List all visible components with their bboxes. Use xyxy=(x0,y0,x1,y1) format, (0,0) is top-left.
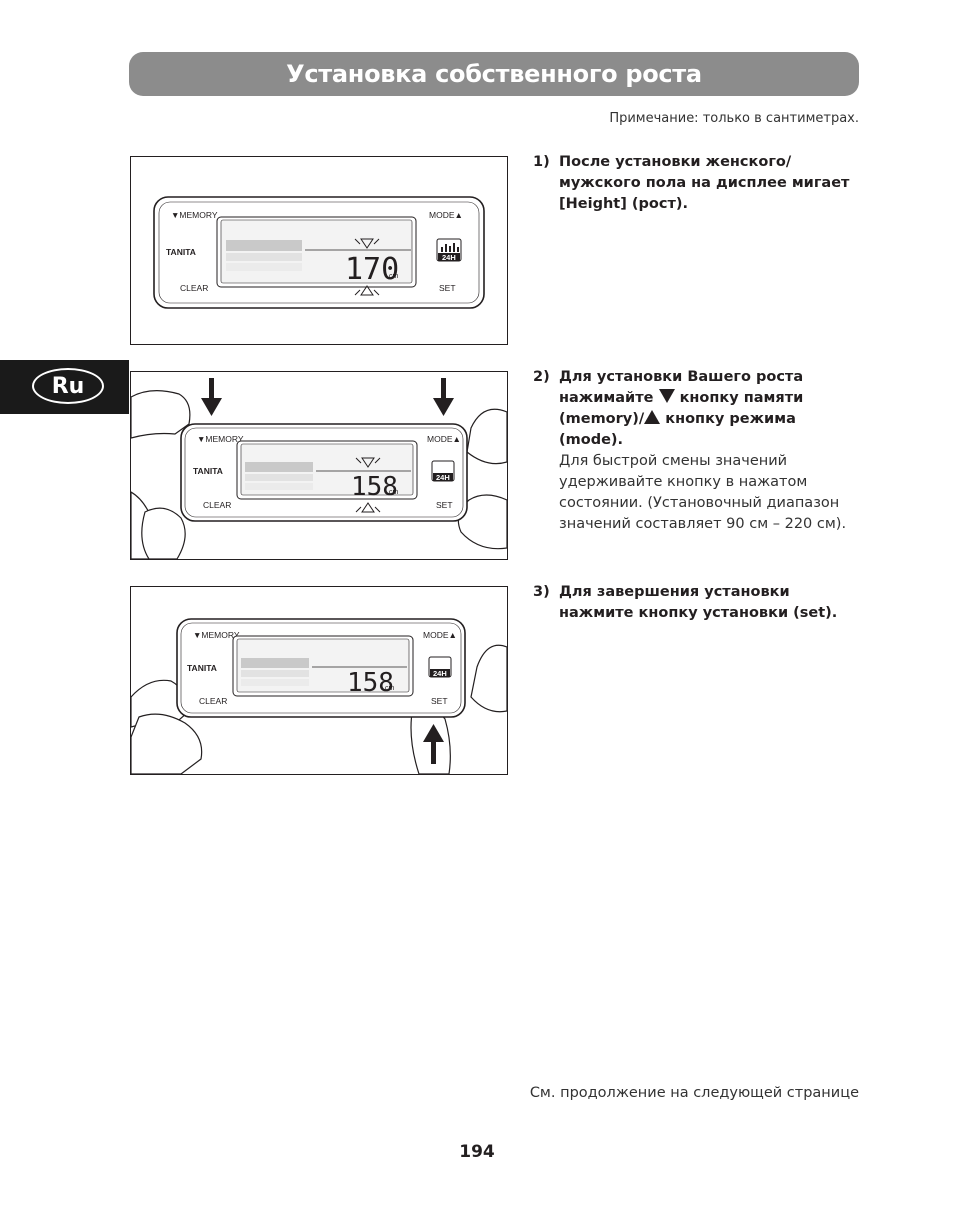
language-badge: Ru xyxy=(32,368,104,404)
memory-button-label: ▼MEMORY xyxy=(171,210,218,220)
units-note: Примечание: только в сантиметрах. xyxy=(609,111,859,126)
brand-logo: TANITA xyxy=(193,466,223,476)
unit-label: cm xyxy=(389,273,399,280)
press-set-arrow-icon xyxy=(423,724,444,764)
memory-button-label: ▼MEMORY xyxy=(193,630,240,640)
height-display-value: 170 xyxy=(345,252,399,287)
tag-24h: 24H xyxy=(433,669,447,678)
step-text: Для установки Вашего роста нажимайте кно… xyxy=(559,369,804,448)
blink-indicator-bottom xyxy=(354,285,380,296)
language-tab: Ru xyxy=(0,360,129,414)
set-button-label: SET xyxy=(436,500,453,510)
blink-indicator-bottom xyxy=(355,502,381,513)
brand-logo: TANITA xyxy=(166,247,196,257)
step-number: 1) xyxy=(533,154,550,170)
step-3: 3) Для завершения установки нажмите кноп… xyxy=(533,582,853,624)
figure-step-3: ▼MEMORY MODE▲ TANITA CLEAR SET 158 cm 24… xyxy=(130,586,508,775)
title-bar: Установка собственного роста xyxy=(129,52,859,96)
tag-24h: 24H xyxy=(436,473,450,482)
mode-button-label: MODE▲ xyxy=(427,434,461,444)
step-number: 3) xyxy=(533,584,550,600)
memory-button-label: ▼MEMORY xyxy=(197,434,244,444)
unit-label: cm xyxy=(389,489,399,496)
tag-24h: 24H xyxy=(442,253,456,262)
page-number: 194 xyxy=(459,1142,495,1162)
unit-label: cm xyxy=(385,685,395,692)
device-illustration-1: ▼MEMORY MODE▲ TANITA CLEAR SET 170 cm 24… xyxy=(153,196,485,309)
step-number: 2) xyxy=(533,369,550,385)
hand-illustration xyxy=(131,390,507,559)
step-2: 2) Для установки Вашего роста нажимайте … xyxy=(533,367,853,535)
clear-button-label: CLEAR xyxy=(199,696,227,706)
device-illustration-3: ▼MEMORY MODE▲ TANITA CLEAR SET 158 cm 24… xyxy=(131,618,507,774)
set-button-label: SET xyxy=(439,283,456,293)
press-mode-arrow-icon xyxy=(433,378,454,416)
step-description: Для быстрой смены значений удерживайте к… xyxy=(559,453,847,532)
blink-indicator-top xyxy=(354,238,380,249)
step-1: 1) После установки женского/ мужского по… xyxy=(533,152,853,215)
height-display-value: 158 xyxy=(347,668,394,698)
up-triangle-icon xyxy=(644,410,661,424)
figure-step-2: ▼MEMORY MODE▲ TANITA CLEAR SET 158 cm 24… xyxy=(130,371,508,560)
mode-button-label: MODE▲ xyxy=(423,630,457,640)
clear-button-label: CLEAR xyxy=(180,283,208,293)
step-text: Для завершения установки нажмите кнопку … xyxy=(559,584,838,621)
mode-button-label: MODE▲ xyxy=(429,210,463,220)
height-display-value: 158 xyxy=(351,472,398,502)
continue-note: См. продолжение на следующей странице xyxy=(529,1085,859,1101)
press-memory-arrow-icon xyxy=(201,378,222,416)
clear-button-label: CLEAR xyxy=(203,500,231,510)
page-title: Установка собственного роста xyxy=(286,60,702,88)
figure-step-1: ▼MEMORY MODE▲ TANITA CLEAR SET 170 cm 24… xyxy=(130,156,508,345)
step-text: После установки женского/ мужского пола … xyxy=(559,154,850,212)
set-button-label: SET xyxy=(431,696,448,706)
brand-logo: TANITA xyxy=(187,663,217,673)
blink-indicator-top xyxy=(355,457,381,468)
down-triangle-icon xyxy=(658,389,675,403)
device-illustration-2: ▼MEMORY MODE▲ TANITA CLEAR SET 158 cm 24… xyxy=(131,378,507,559)
hand-illustration xyxy=(131,644,507,774)
